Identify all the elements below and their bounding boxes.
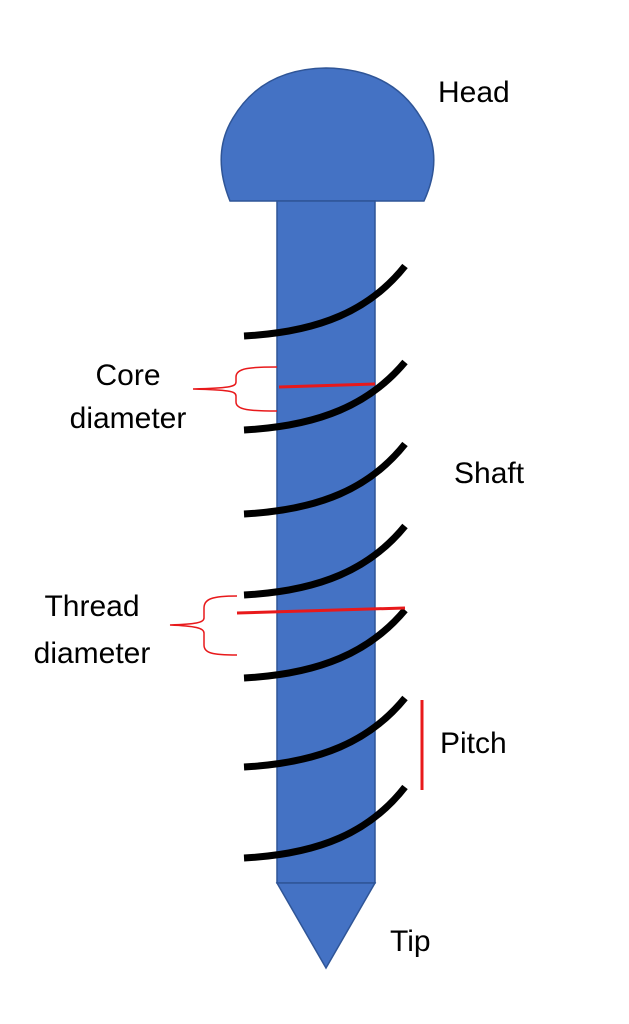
thread-lines <box>243 263 408 862</box>
tip-label: Tip <box>390 925 431 958</box>
pitch-label: Pitch <box>440 727 507 760</box>
thread-curve <box>243 784 408 862</box>
thread-curve <box>243 441 408 518</box>
thread-diameter-label-line1: Thread <box>44 590 139 623</box>
thread-curve <box>243 695 408 771</box>
core-diameter-brace <box>192 366 278 412</box>
head-label: Head <box>438 76 510 109</box>
thread-curve <box>243 607 408 682</box>
shaft-label: Shaft <box>454 457 525 490</box>
thread-curve <box>243 263 408 340</box>
thread-diameter-brace <box>169 595 238 656</box>
screw-tip <box>275 882 377 970</box>
core-diameter-line <box>278 382 376 389</box>
thread-curve <box>243 359 408 434</box>
thread-curve <box>243 523 408 599</box>
screw-shaft <box>276 200 376 884</box>
thread-diameter-line <box>236 606 406 615</box>
core-diameter-label-line2: diameter <box>70 402 187 435</box>
core-diameter-label-line1: Core <box>95 359 160 392</box>
screw-head <box>220 67 435 202</box>
thread-diameter-label-line2: diameter <box>34 637 151 670</box>
